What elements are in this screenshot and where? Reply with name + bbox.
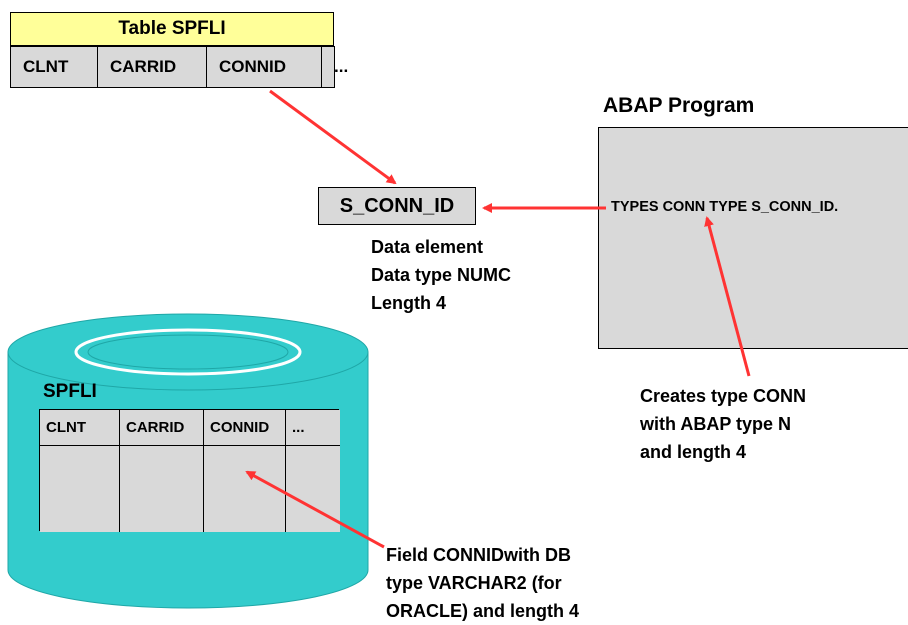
column-connid: CONNID: [206, 46, 322, 88]
data-element-desc-line3: Length 4: [371, 293, 446, 313]
db-cell-body: [204, 446, 286, 532]
note-conn-line3: and length 4: [640, 442, 747, 462]
data-element-desc-line1: Data element: [371, 237, 484, 257]
data-element-description: Data element Data type NUMC Length 4: [371, 233, 511, 317]
data-element-box: S_CONN_ID: [318, 187, 476, 225]
db-cell-body: [40, 446, 120, 532]
db-column-more: ...: [286, 410, 340, 446]
cylinder-top-inner: [87, 334, 289, 370]
db-column-connid: CONNID: [204, 410, 286, 446]
note-field-connid: Field CONNIDwith DB type VARCHAR2 (for O…: [386, 541, 579, 625]
column-carrid: CARRID: [97, 46, 207, 88]
arrow-note-to-program-code: [704, 216, 751, 377]
note-conn-line2: with ABAP type N: [640, 414, 792, 434]
db-column-clnt: CLNT: [40, 410, 120, 446]
note-conn-line1: Creates type CONN: [640, 386, 807, 406]
note-field-line2: type VARCHAR2 (for: [386, 573, 562, 593]
abap-program-box: [598, 127, 908, 349]
column-clnt: CLNT: [10, 46, 98, 88]
db-column-carrid: CARRID: [120, 410, 204, 446]
db-cell-body: [120, 446, 204, 532]
note-field-line3: ORACLE) and length 4: [386, 601, 579, 621]
note-creates-type: Creates type CONN with ABAP type N and l…: [640, 382, 806, 466]
db-table-grid: CLNT CARRID CONNID ...: [39, 409, 340, 532]
abap-program-title: ABAP Program: [603, 94, 755, 117]
abap-program-code: TYPES CONN TYPE S_CONN_ID.: [611, 199, 839, 215]
db-table-name: SPFLI: [43, 381, 97, 402]
note-field-line1: Field CONNIDwith DB: [386, 545, 571, 565]
arrow-note-to-db-field: [245, 470, 385, 549]
table-spfli-title: Table SPFLI: [10, 12, 334, 46]
arrow-connid-to-data-element: [269, 89, 397, 185]
data-element-desc-line2: Data type NUMC: [371, 265, 512, 285]
